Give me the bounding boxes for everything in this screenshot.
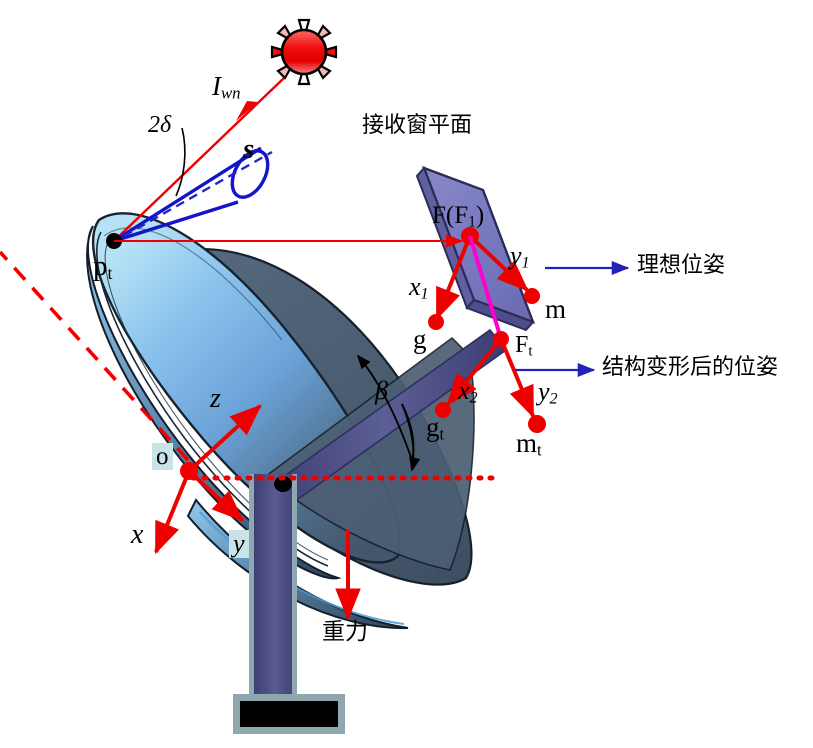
label-deformed-pose: 结构变形后的位姿	[602, 355, 779, 380]
optical-axis-dashed	[0, 250, 190, 462]
label-axis-x1: x1	[409, 272, 429, 303]
focus-offset-link	[468, 235, 503, 340]
cone-edge-upper	[113, 146, 262, 243]
dish-rim-outer	[86, 225, 342, 580]
cone-axis-dashed	[123, 150, 273, 238]
label-point-g: g	[413, 324, 427, 354]
sun-disc	[280, 28, 328, 76]
label-receiver-plane: 接收窗平面	[362, 113, 473, 138]
incident-ray-arrowhead	[236, 101, 258, 121]
axis-y1-arrow	[468, 234, 529, 292]
point-mt-dot	[528, 415, 546, 433]
label-axis-z: z	[210, 383, 221, 414]
label-ideal-pose: 理想位姿	[637, 253, 726, 278]
base-frame	[154, 404, 503, 555]
label-focus: F(F1)	[432, 202, 485, 231]
point-gt-dot	[435, 402, 451, 418]
mast-column	[254, 474, 292, 694]
axis-y-arrow	[187, 469, 244, 522]
beta-arc-upper	[356, 354, 413, 461]
label-axis-y: y	[229, 530, 249, 558]
pedestal	[233, 474, 345, 734]
pivot-hub	[274, 476, 292, 492]
label-gravity: 重力	[322, 619, 368, 645]
focus-t-dot	[493, 331, 509, 347]
label-axis-x2: x2	[458, 376, 478, 407]
point-m-dot	[524, 288, 540, 304]
cone-angle-tick	[175, 127, 186, 197]
axis-y2-arrow	[499, 338, 535, 419]
label-axis-y2: y2	[538, 377, 558, 408]
cone-mouth-ellipse	[230, 149, 270, 199]
label-rim-point: pt	[93, 250, 113, 283]
point-g-dot	[428, 314, 444, 330]
label-beta: β	[375, 376, 388, 405]
label-point-m: m	[545, 294, 567, 324]
dish-inner-arc	[103, 227, 283, 341]
label-cone-angle: 2δ	[148, 112, 172, 138]
label-sun-vector: s	[243, 133, 255, 165]
label-incident-ray: Iwn	[212, 71, 241, 103]
receiver-panel-bottom-edge	[465, 298, 535, 332]
label-origin: o	[152, 443, 173, 470]
label-axis-y1: y1	[510, 241, 530, 272]
label-point-gt: gt	[426, 412, 445, 444]
label-point-mt: mt	[516, 428, 542, 460]
axis-z-arrow	[187, 404, 262, 473]
dish-assembly	[86, 212, 475, 630]
ideal-frame	[0, 227, 540, 462]
axis-x1-arrow	[435, 235, 472, 321]
axis-x2-arrow	[446, 337, 503, 406]
label-focus-t: Ft	[515, 332, 533, 360]
base-plate	[240, 701, 338, 727]
beta-angle	[356, 354, 421, 472]
deformed-frame	[435, 331, 546, 433]
beta-arc-lower	[401, 403, 421, 472]
axis-x-arrow	[154, 470, 191, 555]
incident-ray-group	[106, 77, 464, 249]
label-axis-x: x	[131, 519, 144, 550]
sun-icon	[270, 18, 338, 86]
incident-ray-line	[113, 77, 285, 242]
cone-edge-lower	[113, 200, 239, 243]
